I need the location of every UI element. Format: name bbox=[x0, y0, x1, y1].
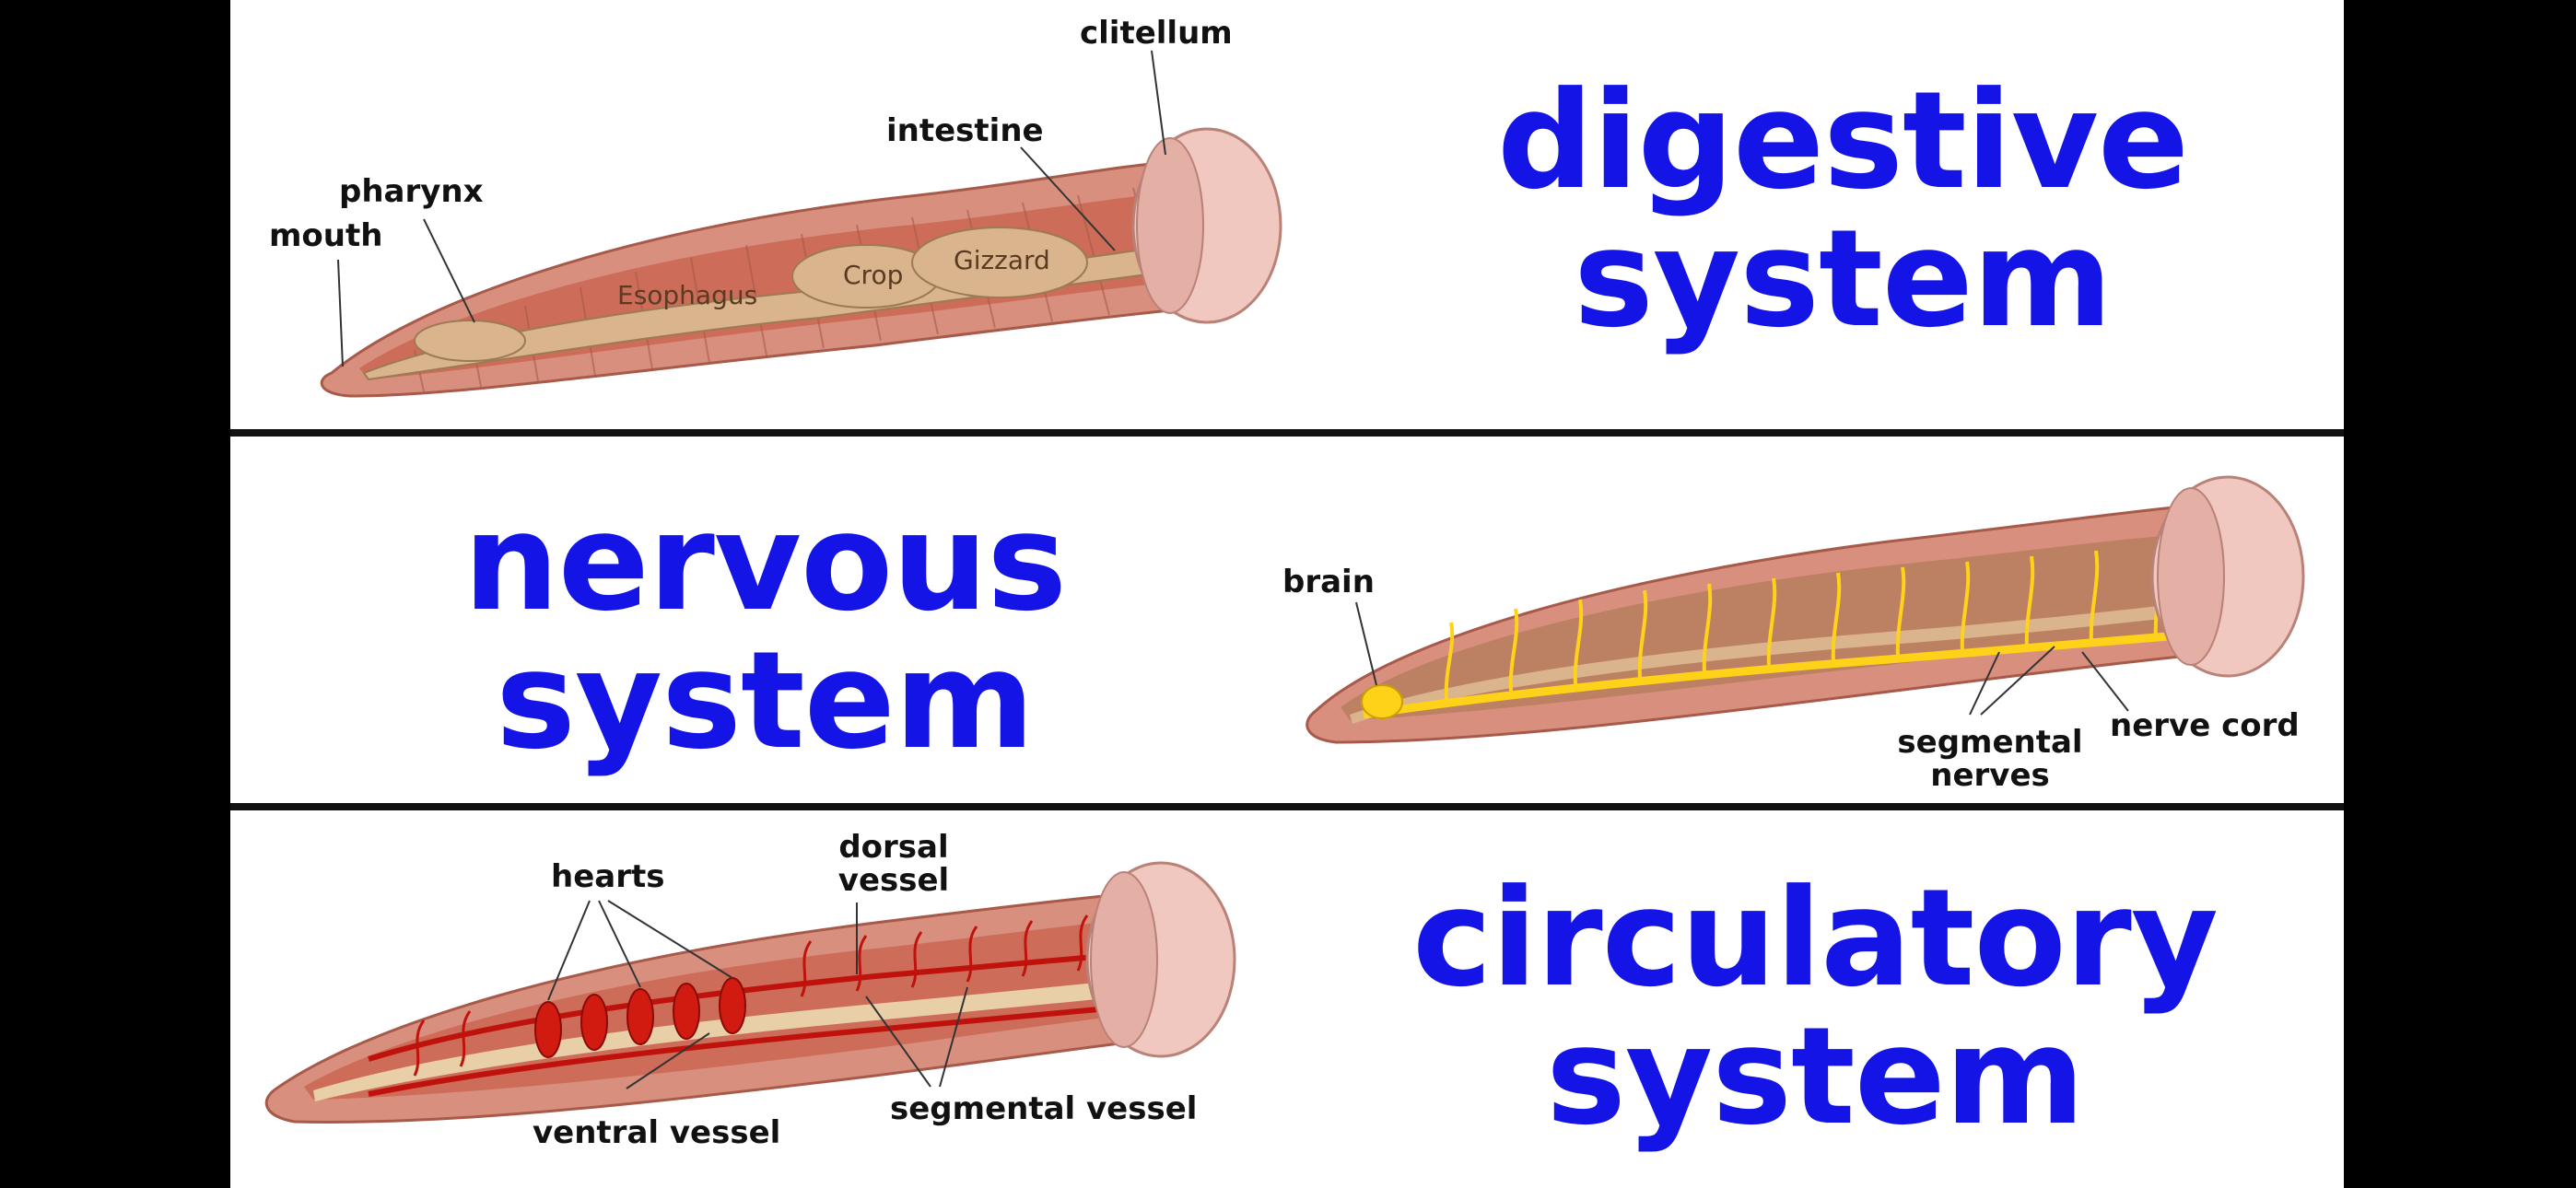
nervous-panel: nervous system bbox=[230, 438, 2344, 803]
digestive-heading-line2: system bbox=[1574, 201, 2113, 357]
nervous-worm-illustration bbox=[1306, 475, 2305, 744]
digestive-leader-lines bbox=[337, 50, 1166, 367]
clitellum-label: clitellum bbox=[1080, 15, 1233, 52]
esophagus-text: Esophagus bbox=[617, 280, 757, 310]
circulatory-heading-line1: circulatory bbox=[1412, 860, 2219, 1017]
clitellum-rim bbox=[1136, 137, 1204, 314]
digestive-worm-illustration: Esophagus Crop Gizzard bbox=[320, 50, 1282, 398]
nerve-cord-label: nerve cord bbox=[2110, 707, 2300, 744]
digestive-panel: Esophagus Crop Gizzard clitellum intesti… bbox=[230, 0, 2344, 429]
circulatory-leader-lines bbox=[547, 900, 968, 1089]
nervous-leader-lines bbox=[1355, 601, 2129, 716]
digestive-heading: digestive system bbox=[1428, 72, 2257, 348]
segmental-vessel-label: segmental vessel bbox=[890, 1090, 1198, 1127]
intestine-label: intestine bbox=[886, 112, 1044, 149]
nerve-cord bbox=[1363, 629, 2203, 719]
segmental-nerves-label: segmental nerves bbox=[1879, 726, 2101, 792]
gut-tube bbox=[313, 974, 1181, 1101]
hearts-label: hearts bbox=[551, 858, 665, 895]
circulatory-worm-illustration bbox=[264, 861, 1236, 1124]
gizzard-organ bbox=[911, 227, 1088, 298]
segmental-nerves bbox=[1444, 544, 2164, 700]
dorsal-vessel bbox=[368, 948, 1180, 1062]
pharynx-organ bbox=[414, 320, 526, 362]
panel-divider-bottom bbox=[230, 803, 2344, 810]
segmental-vessels bbox=[413, 914, 1089, 1077]
circulatory-panel: hearts dorsal vessel ventral vessel segm… bbox=[230, 812, 2344, 1188]
segmental-nerves-line2: nerves bbox=[1930, 757, 2050, 794]
circulatory-heading-line2: system bbox=[1546, 998, 2085, 1155]
dorsal-vessel-line2: vessel bbox=[837, 862, 950, 899]
circulatory-heading: circulatory system bbox=[1354, 869, 2276, 1146]
panel-divider-top bbox=[230, 429, 2344, 437]
diagram-canvas: Esophagus Crop Gizzard clitellum intesti… bbox=[230, 0, 2344, 1188]
ventral-vessel-label: ventral vessel bbox=[533, 1114, 781, 1151]
mouth-label: mouth bbox=[269, 217, 383, 254]
pharynx-label: pharynx bbox=[339, 173, 484, 210]
brain-organ bbox=[1361, 684, 1403, 719]
nervous-heading-line2: system bbox=[496, 623, 1035, 779]
crop-text: Crop bbox=[843, 260, 903, 290]
dorsal-vessel-label: dorsal vessel bbox=[811, 831, 977, 897]
hearts-group bbox=[534, 977, 746, 1058]
segmental-nerves-line1: segmental bbox=[1897, 724, 2083, 761]
digestive-heading-line1: digestive bbox=[1496, 63, 2189, 219]
brain-label: brain bbox=[1282, 564, 1375, 600]
dorsal-vessel-line1: dorsal bbox=[838, 829, 949, 866]
nervous-heading: nervous system bbox=[396, 494, 1133, 770]
gut-tube bbox=[1350, 602, 2195, 724]
clitellum-rim bbox=[2157, 487, 2225, 666]
gizzard-text: Gizzard bbox=[954, 245, 1050, 275]
nervous-heading-line1: nervous bbox=[463, 484, 1067, 641]
clitellum-rim bbox=[1090, 871, 1158, 1048]
ventral-vessel bbox=[368, 999, 1180, 1097]
